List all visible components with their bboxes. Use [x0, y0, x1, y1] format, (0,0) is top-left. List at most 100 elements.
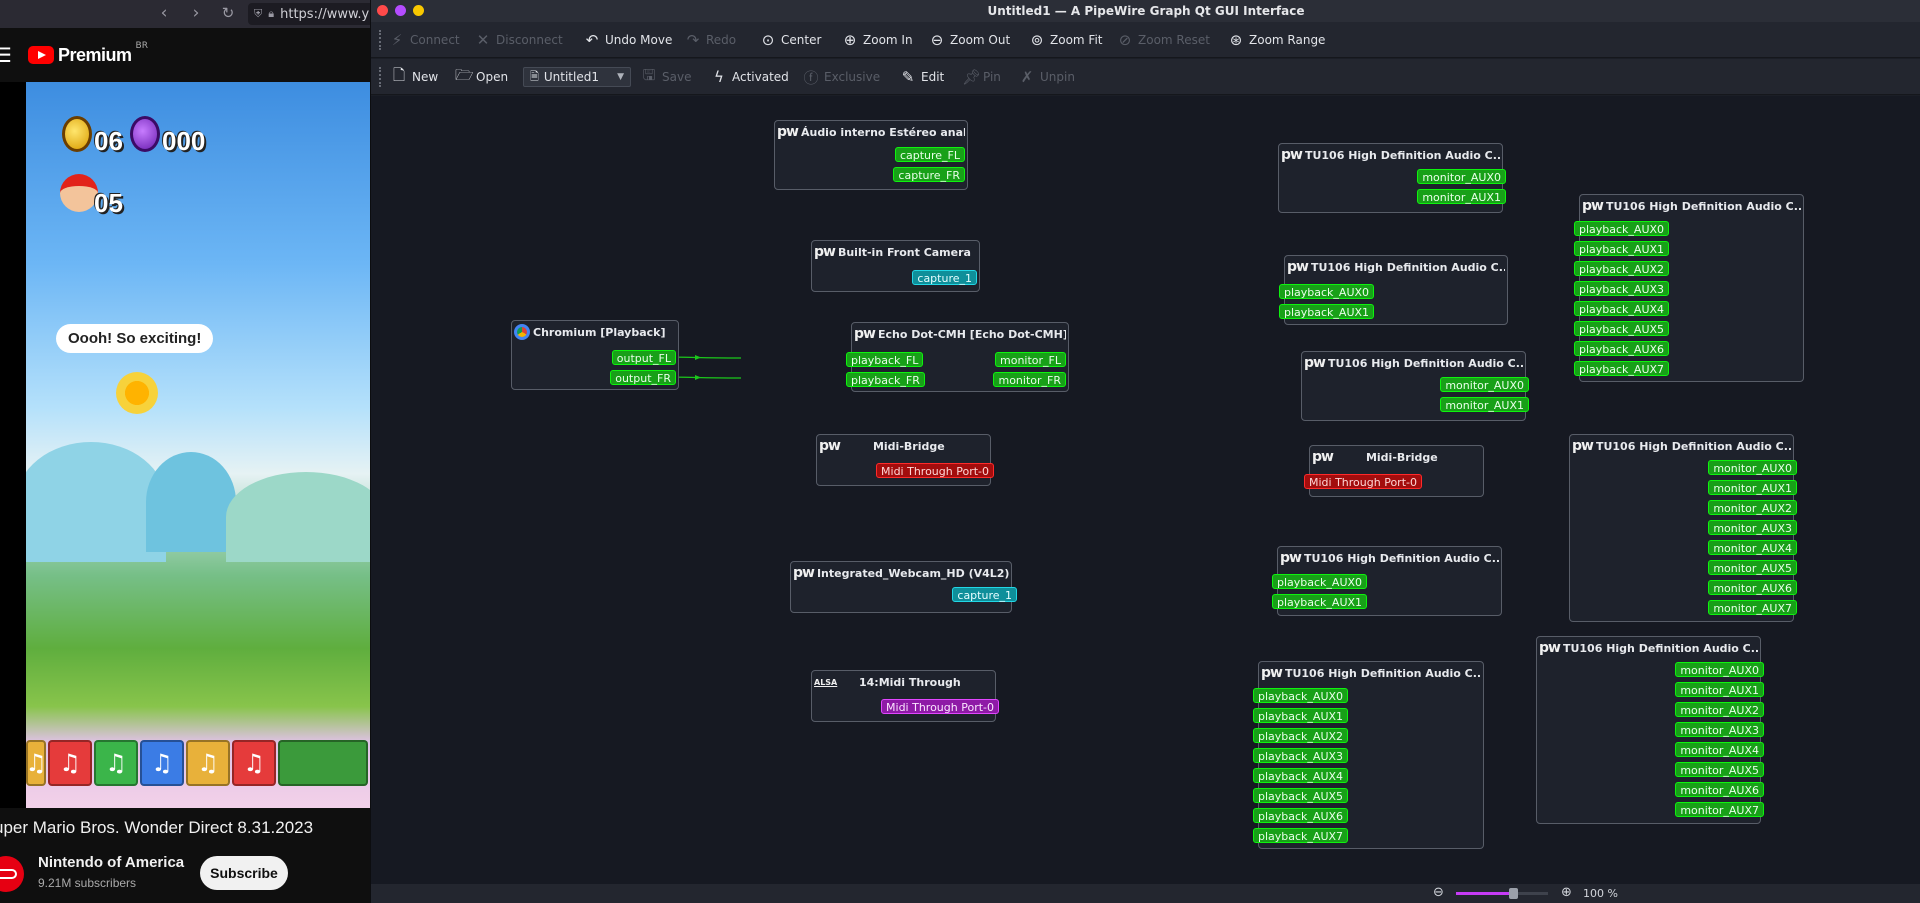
new-button[interactable]: 🗋︎New	[391, 66, 438, 87]
port-monitor-fr[interactable]: monitor_FR	[993, 372, 1066, 387]
port-playback-aux5[interactable]: playback_AUX5	[1253, 788, 1349, 803]
port-monitor-aux1[interactable]: monitor_AUX1	[1675, 682, 1764, 697]
port-midi-through[interactable]: Midi Through Port-0	[1304, 474, 1422, 489]
node-alsa-midi-through[interactable]: ALSA 14:Midi Through Midi Through Port-0	[811, 670, 999, 722]
channel-avatar[interactable]	[0, 856, 24, 892]
undo-button[interactable]: ↶Undo Move	[584, 30, 673, 50]
port-monitor-aux5[interactable]: monitor_AUX5	[1675, 762, 1764, 777]
port-playback-aux4[interactable]: playback_AUX4	[1574, 301, 1670, 316]
port-playback-aux0[interactable]: playback_AUX0	[1574, 221, 1670, 236]
node-midi-bridge-2[interactable]: pw Midi-Bridge Midi Through Port-0	[1304, 445, 1484, 497]
port-output-fl[interactable]: output_FL	[611, 350, 676, 365]
port-monitor-aux0[interactable]: monitor_AUX0	[1440, 377, 1529, 392]
node-midi-bridge[interactable]: pw Midi-Bridge Midi Through Port-0	[816, 434, 994, 486]
port-playback-aux7[interactable]: playback_AUX7	[1253, 828, 1349, 843]
graph-canvas[interactable]: pw Áudio interno Estéreo analógico captu…	[371, 96, 1920, 884]
zoom-slider[interactable]	[1456, 892, 1548, 895]
close-window-icon[interactable]	[377, 5, 388, 16]
zoom-range-button[interactable]: ⊛Zoom Range	[1228, 30, 1326, 50]
port-playback-aux6[interactable]: playback_AUX6	[1574, 341, 1670, 356]
zoom-out-button[interactable]: ⊖Zoom Out	[929, 30, 1010, 50]
node-tu106-d[interactable]: pw TU106 High Definition Audio C... play…	[1272, 546, 1502, 616]
port-monitor-aux2[interactable]: monitor_AUX2	[1675, 702, 1764, 717]
menu-icon[interactable]: ☰	[0, 43, 12, 67]
zoom-in-button[interactable]: ⊕Zoom In	[842, 30, 913, 50]
port-playback-aux1[interactable]: playback_AUX1	[1272, 594, 1368, 609]
port-playback-fl[interactable]: playback_FL	[846, 352, 924, 367]
port-playback-aux3[interactable]: playback_AUX3	[1253, 748, 1349, 763]
port-capture-fr[interactable]: capture_FR	[893, 167, 965, 182]
disconnect-button[interactable]: ✕Disconnect	[475, 30, 563, 50]
port-playback-aux3[interactable]: playback_AUX3	[1574, 281, 1670, 296]
node-echo-dot[interactable]: pw Echo Dot-CMH [Echo Dot-CMH] playback_…	[846, 322, 1069, 392]
port-midi-through[interactable]: Midi Through Port-0	[881, 699, 999, 714]
center-button[interactable]: ⊙Center	[760, 30, 822, 50]
toolbar-grip[interactable]	[379, 67, 382, 87]
port-monitor-aux1[interactable]: monitor_AUX1	[1417, 189, 1506, 204]
port-playback-aux7[interactable]: playback_AUX7	[1574, 361, 1670, 376]
video-player[interactable]: 06 000 05 Oooh! So exciting! ♫ ♫ ♫ ♫ ♫ ♫	[26, 82, 370, 808]
channel-name[interactable]: Nintendo of America	[38, 854, 185, 871]
port-playback-fr[interactable]: playback_FR	[846, 372, 925, 387]
port-monitor-fl[interactable]: monitor_FL	[995, 352, 1066, 367]
zoom-in-icon[interactable]: ⊕	[1561, 885, 1572, 900]
node-chromium[interactable]: Chromium [Playback] output_FL output_FR	[511, 320, 679, 390]
maximize-window-icon[interactable]	[413, 5, 424, 16]
port-capture-1[interactable]: capture_1	[912, 270, 977, 285]
node-integrated-webcam[interactable]: pw Integrated_Webcam_HD (V4L2) capture_1	[790, 561, 1017, 613]
port-playback-aux1[interactable]: playback_AUX1	[1279, 304, 1375, 319]
node-tu106-b[interactable]: pw TU106 High Definition Audio C... play…	[1279, 255, 1508, 325]
port-playback-aux2[interactable]: playback_AUX2	[1574, 261, 1670, 276]
node-audio-interno[interactable]: pw Áudio interno Estéreo analógico captu…	[774, 120, 968, 190]
node-tu106-g[interactable]: pw TU106 High Definition Audio C... moni…	[1569, 434, 1797, 622]
port-monitor-aux0[interactable]: monitor_AUX0	[1417, 169, 1506, 184]
zoom-reset-button[interactable]: ⊘Zoom Reset	[1117, 30, 1210, 50]
port-playback-aux5[interactable]: playback_AUX5	[1574, 321, 1670, 336]
port-monitor-aux1[interactable]: monitor_AUX1	[1708, 480, 1797, 495]
url-bar[interactable]: ⛨ 🔒︎ https://www.y	[248, 3, 370, 25]
zoom-slider-handle[interactable]	[1509, 888, 1519, 899]
port-playback-aux0[interactable]: playback_AUX0	[1272, 574, 1368, 589]
toolbar-grip[interactable]	[379, 30, 382, 50]
back-icon[interactable]: ‹	[160, 3, 168, 23]
port-monitor-aux7[interactable]: monitor_AUX7	[1708, 600, 1797, 615]
port-monitor-aux4[interactable]: monitor_AUX4	[1675, 742, 1764, 757]
port-monitor-aux2[interactable]: monitor_AUX2	[1708, 500, 1797, 515]
port-playback-aux1[interactable]: playback_AUX1	[1574, 241, 1670, 256]
pin-button[interactable]: 📌︎Pin	[962, 67, 1001, 87]
connect-button[interactable]: ⚡︎Connect	[389, 30, 460, 50]
node-tu106-h[interactable]: pw TU106 High Definition Audio C... moni…	[1536, 636, 1764, 824]
port-playback-aux4[interactable]: playback_AUX4	[1253, 768, 1349, 783]
port-playback-aux6[interactable]: playback_AUX6	[1253, 808, 1349, 823]
file-selector[interactable]: 🗎︎ Untitled1 ▼	[523, 67, 631, 87]
open-button[interactable]: 🗁︎Open	[455, 66, 508, 87]
port-playback-aux0[interactable]: playback_AUX0	[1279, 284, 1375, 299]
port-playback-aux2[interactable]: playback_AUX2	[1253, 728, 1349, 743]
port-monitor-aux6[interactable]: monitor_AUX6	[1708, 580, 1797, 595]
edit-button[interactable]: ✎Edit	[900, 67, 945, 87]
minimize-window-icon[interactable]	[395, 5, 406, 16]
port-output-fr[interactable]: output_FR	[610, 370, 676, 385]
node-tu106-a[interactable]: pw TU106 High Definition Audio C... moni…	[1278, 143, 1506, 213]
node-tu106-f[interactable]: pw TU106 High Definition Audio C... play…	[1253, 661, 1484, 849]
youtube-logo[interactable]: Premium BR	[28, 41, 148, 66]
port-playback-aux0[interactable]: playback_AUX0	[1253, 688, 1349, 703]
zoom-fit-button[interactable]: ⊚Zoom Fit	[1029, 30, 1103, 50]
port-capture-1[interactable]: capture_1	[952, 587, 1017, 602]
node-tu106-e[interactable]: pw TU106 High Definition Audio C... play…	[1574, 194, 1804, 382]
port-monitor-aux4[interactable]: monitor_AUX4	[1708, 540, 1797, 555]
save-button[interactable]: 🖫︎Save	[641, 66, 692, 87]
redo-button[interactable]: ↷Redo	[685, 30, 736, 50]
port-monitor-aux0[interactable]: monitor_AUX0	[1675, 662, 1764, 677]
port-midi-through[interactable]: Midi Through Port-0	[876, 463, 994, 478]
node-tu106-c[interactable]: pw TU106 High Definition Audio C... moni…	[1301, 351, 1529, 421]
port-capture-fl[interactable]: capture_FL	[894, 147, 965, 162]
port-playback-aux1[interactable]: playback_AUX1	[1253, 708, 1349, 723]
port-monitor-aux6[interactable]: monitor_AUX6	[1675, 782, 1764, 797]
port-monitor-aux7[interactable]: monitor_AUX7	[1675, 802, 1764, 817]
port-monitor-aux3[interactable]: monitor_AUX3	[1675, 722, 1764, 737]
forward-icon[interactable]: ›	[192, 3, 200, 23]
port-monitor-aux5[interactable]: monitor_AUX5	[1708, 560, 1797, 575]
